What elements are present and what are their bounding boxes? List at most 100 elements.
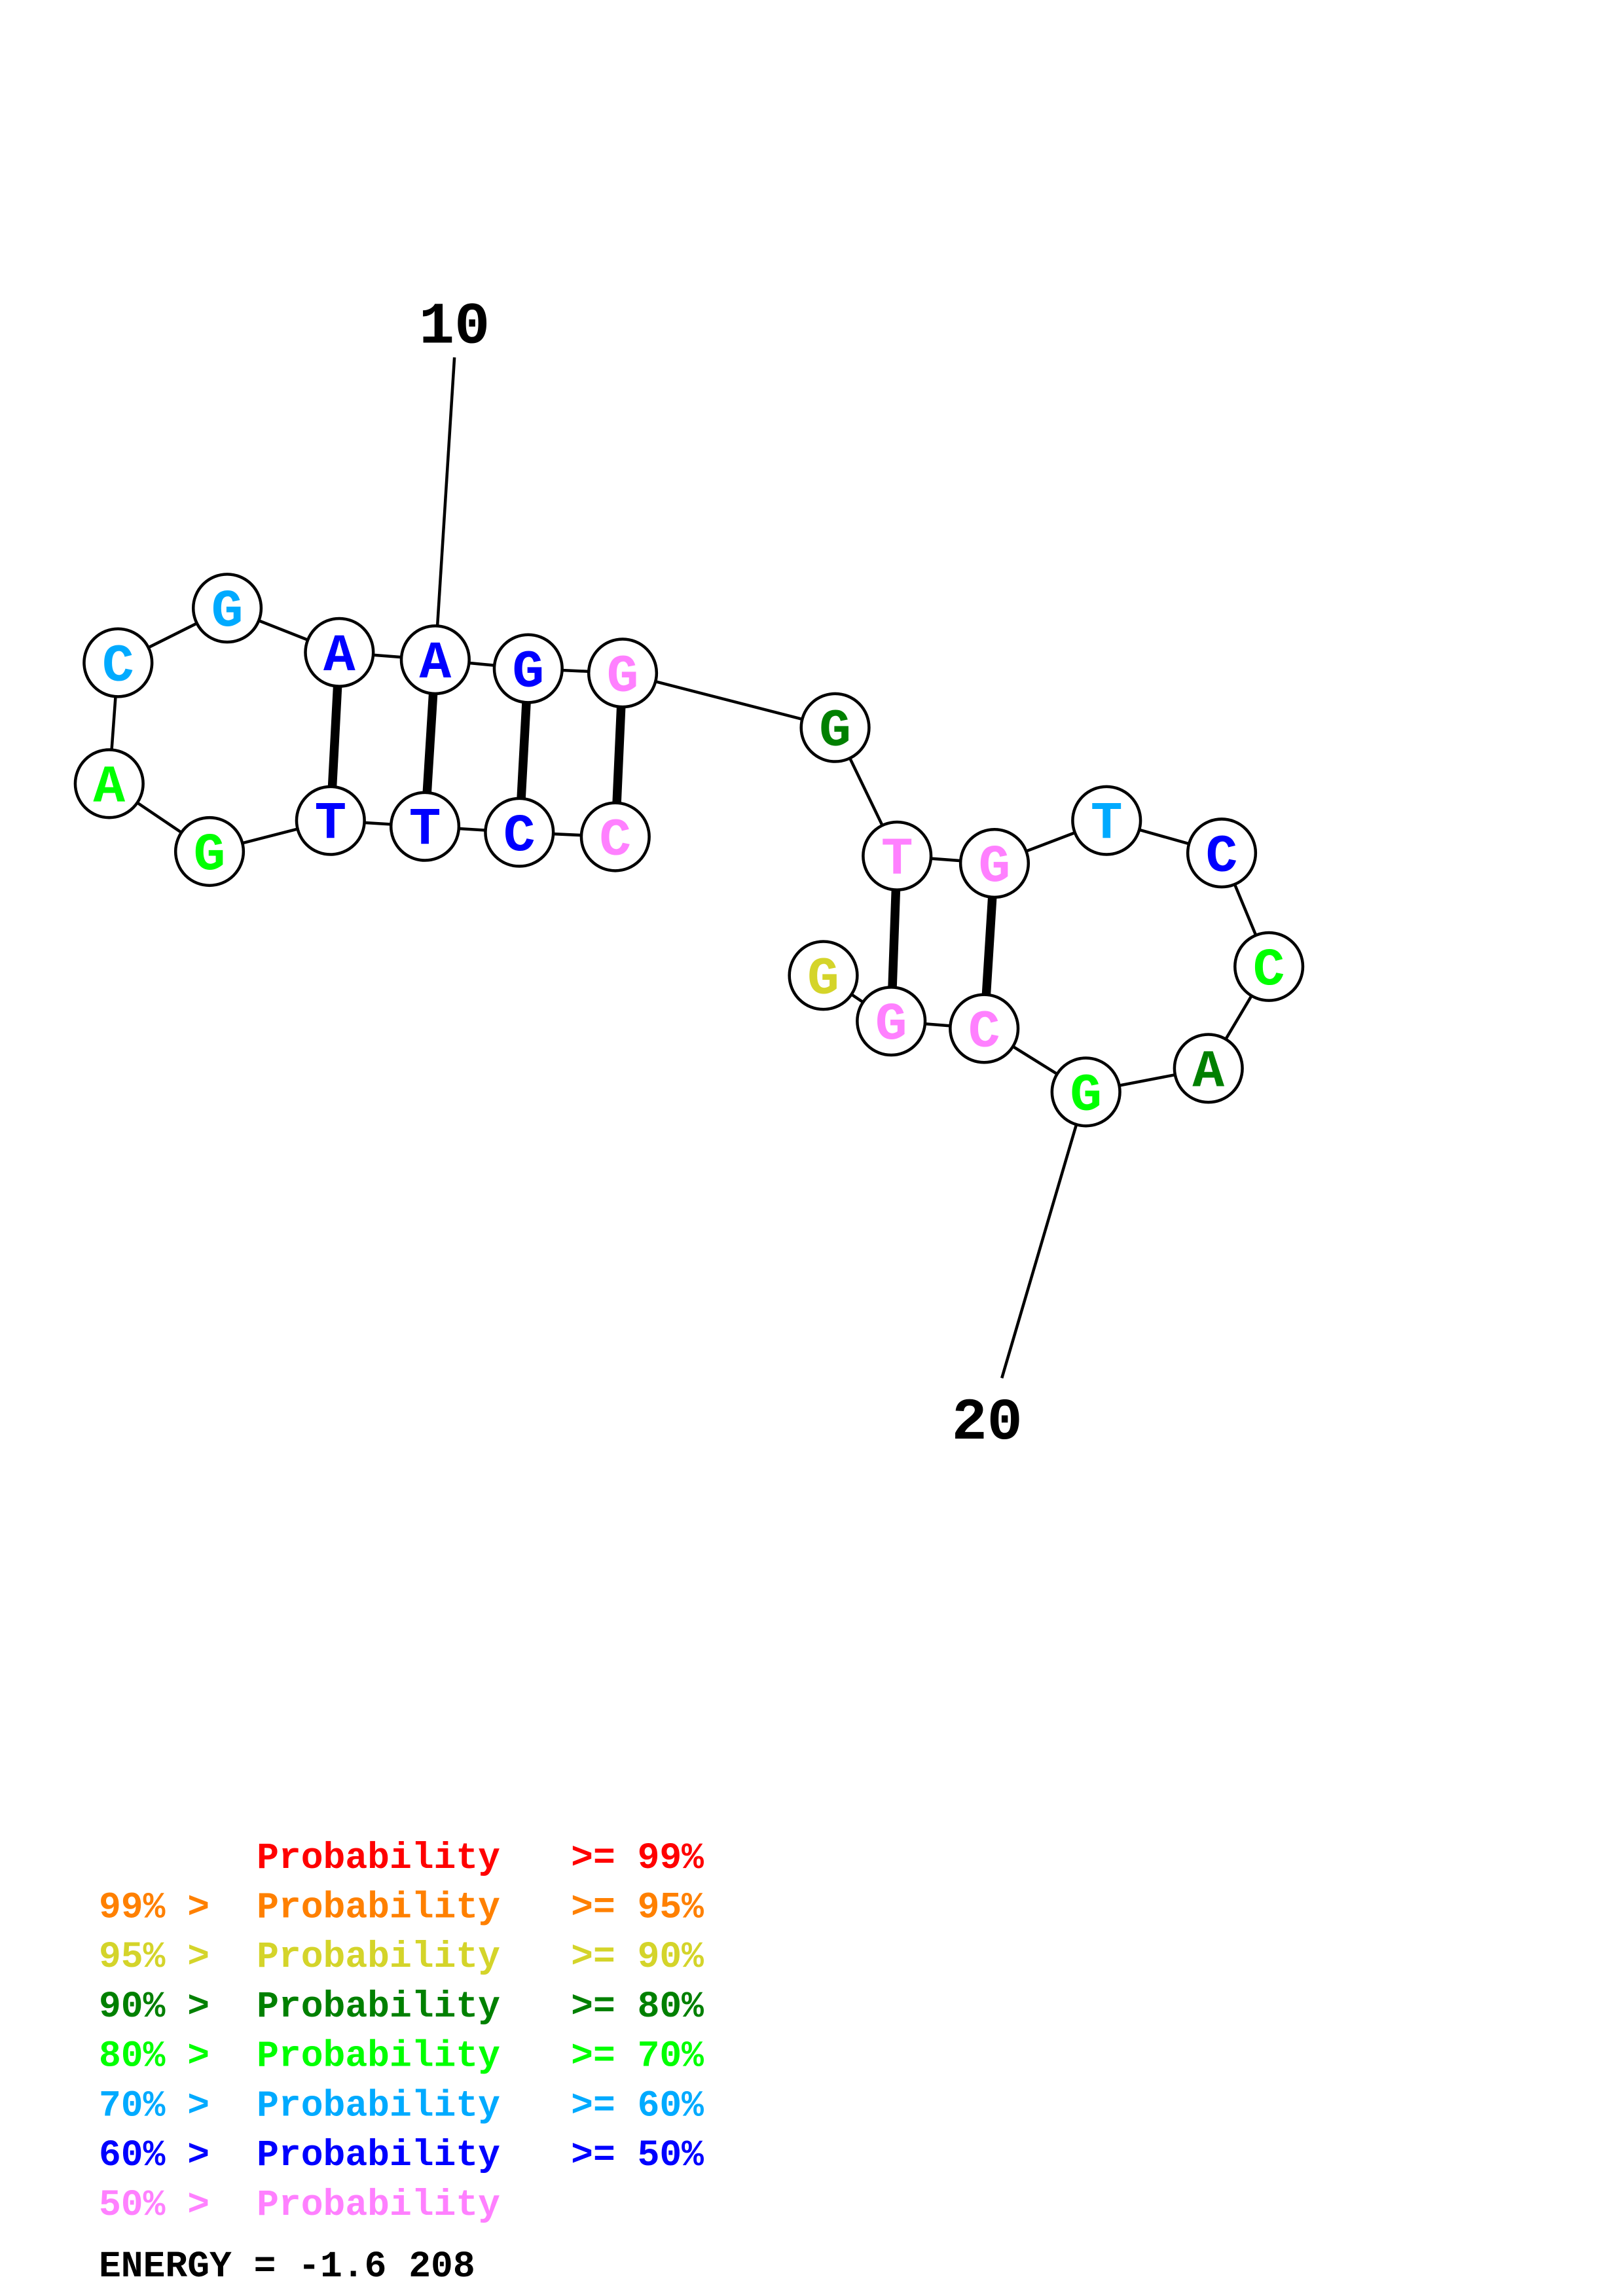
legend-row: 60% >Probability>= 50% <box>99 2134 704 2176</box>
nucleotide-circle <box>191 573 263 644</box>
nucleotide-2: C <box>484 797 555 868</box>
legend-prefix: 90% > <box>99 1986 210 2028</box>
nucleotide-circle <box>295 785 366 856</box>
nucleotide-circle <box>1050 1056 1122 1128</box>
nucleotide-circle <box>484 797 555 868</box>
nucleotide-21: C <box>949 993 1020 1064</box>
position-label-10: 10 <box>419 295 490 361</box>
legend-row: 50% > Probability <box>99 2184 500 2226</box>
legend-suffix: >= 60% <box>571 2085 704 2126</box>
nucleotide-base: G <box>607 647 639 707</box>
nucleotide-base: T <box>314 795 346 855</box>
legend-suffix: >= 95% <box>571 1886 704 1928</box>
nucleotide-base: G <box>211 582 244 642</box>
legend-row: 70% > Probability >= 60% <box>99 2085 704 2126</box>
nucleotide-base: A <box>419 634 451 694</box>
legend-suffix: >= 80% <box>571 1986 704 2028</box>
position-label-20: 20 <box>952 1390 1023 1457</box>
nucleotide-9: A <box>304 617 375 688</box>
nucleotide-base: G <box>979 837 1011 897</box>
nucleotide-circle <box>73 748 145 819</box>
legend-prefix: 60% > <box>99 2134 210 2176</box>
nucleotide-base: G <box>1070 1066 1102 1126</box>
nucleotide-base: C <box>599 811 631 871</box>
legend-label: Probability <box>257 1837 500 1879</box>
legend-label: Probability <box>257 1886 500 1928</box>
nucleotide-23: G <box>788 940 859 1011</box>
legend-label: Probability <box>257 2134 500 2176</box>
nucleotide-10: A <box>399 624 471 696</box>
nucleotide-base: G <box>512 643 544 703</box>
legend-label: Probability <box>257 1986 500 2028</box>
nucleotide-base: G <box>819 702 851 762</box>
legend-label: Probability <box>257 2036 500 2077</box>
nucleotide-17: C <box>1186 817 1258 889</box>
nucleotide-base: C <box>968 1002 1000 1062</box>
nucleotide-base: T <box>881 830 913 890</box>
legend-label: Probability <box>257 1936 500 1978</box>
nucleotide-circle <box>1173 1033 1244 1104</box>
nucleotide-base: G <box>875 995 907 1055</box>
nucleotide-19: A <box>1173 1033 1244 1104</box>
nucleotide-5: G <box>173 816 246 888</box>
nucleotide-11: G <box>492 633 564 704</box>
nucleotide-base: A <box>323 626 356 687</box>
nucleotide-base: G <box>194 825 226 886</box>
legend-row: 95% > Probability >= 90% <box>99 1936 704 1978</box>
energy-readout: ENERGY = -1.6 208 <box>99 2246 475 2287</box>
nucleotide-circle <box>862 820 933 891</box>
nucleotide-circle <box>399 624 471 696</box>
nucleotide-8: G <box>191 573 263 644</box>
nucleotide-circle <box>799 692 871 763</box>
nucleotide-circle <box>492 633 564 704</box>
legend-suffix: >= 70% <box>571 2036 704 2077</box>
legend-suffix: >= 90% <box>571 1936 704 1978</box>
nucleotide-base: G <box>807 949 839 1009</box>
nucleotide-13: G <box>799 692 871 763</box>
nucleotide-circle <box>788 940 859 1011</box>
nucleotide-12: G <box>587 637 659 709</box>
nucleotide-22: G <box>856 986 927 1057</box>
nucleotide-1: C <box>579 801 651 872</box>
nucleotide-base: A <box>1192 1042 1224 1102</box>
position-tick-20 <box>1000 1091 1087 1379</box>
nucleotide-20: G <box>1050 1056 1122 1128</box>
nucleotide-base: A <box>93 757 125 817</box>
nucleotide-circle <box>304 617 375 688</box>
nucleotide-circle <box>958 827 1030 899</box>
legend-prefix: 95% > <box>99 1936 210 1978</box>
legend-row: 90% > Probability >= 80% <box>99 1986 704 2028</box>
nucleotide-base: C <box>1253 941 1285 1001</box>
nucleotide-base: C <box>503 806 536 867</box>
nucleotide-circle <box>389 791 461 862</box>
legend-prefix: 70% > <box>99 2085 210 2126</box>
nucleotide-base: C <box>102 637 134 697</box>
legend-label: Probability <box>257 2085 500 2126</box>
position-tick-10 <box>433 357 456 660</box>
legend-row: 99% > Probability >= 95% <box>99 1886 704 1928</box>
nucleotide-base: T <box>1091 795 1123 855</box>
nucleotide-circle <box>949 993 1020 1064</box>
legend-prefix: 80% > <box>99 2036 210 2077</box>
nucleotide-3: T <box>389 791 461 862</box>
nucleotide-7: C <box>82 627 154 698</box>
legend-prefix: 99% > <box>99 1886 210 1928</box>
legend-label: Probability <box>257 2184 500 2226</box>
nucleotide-base: C <box>1206 827 1238 887</box>
nucleotide-14: T <box>862 820 933 891</box>
nucleotide-circle <box>82 627 154 698</box>
nucleotide-4: T <box>295 785 366 856</box>
legend-suffix: >= 99% <box>571 1837 704 1879</box>
nucleotide-circle <box>587 637 659 709</box>
nucleotide-circle <box>1233 931 1305 1002</box>
nucleotide-6: A <box>73 748 145 819</box>
legend-prefix: 50% > <box>99 2184 210 2226</box>
legend-row: Probability >= 99% <box>257 1837 704 1879</box>
nucleotide-16: T <box>1071 785 1142 856</box>
nucleotide-18: C <box>1233 931 1305 1002</box>
nucleotide-circle <box>579 801 651 872</box>
legend-row: 80% > Probability >= 70% <box>99 2036 704 2077</box>
nucleotide-circle <box>173 816 246 888</box>
nucleotide-15: G <box>958 827 1030 899</box>
